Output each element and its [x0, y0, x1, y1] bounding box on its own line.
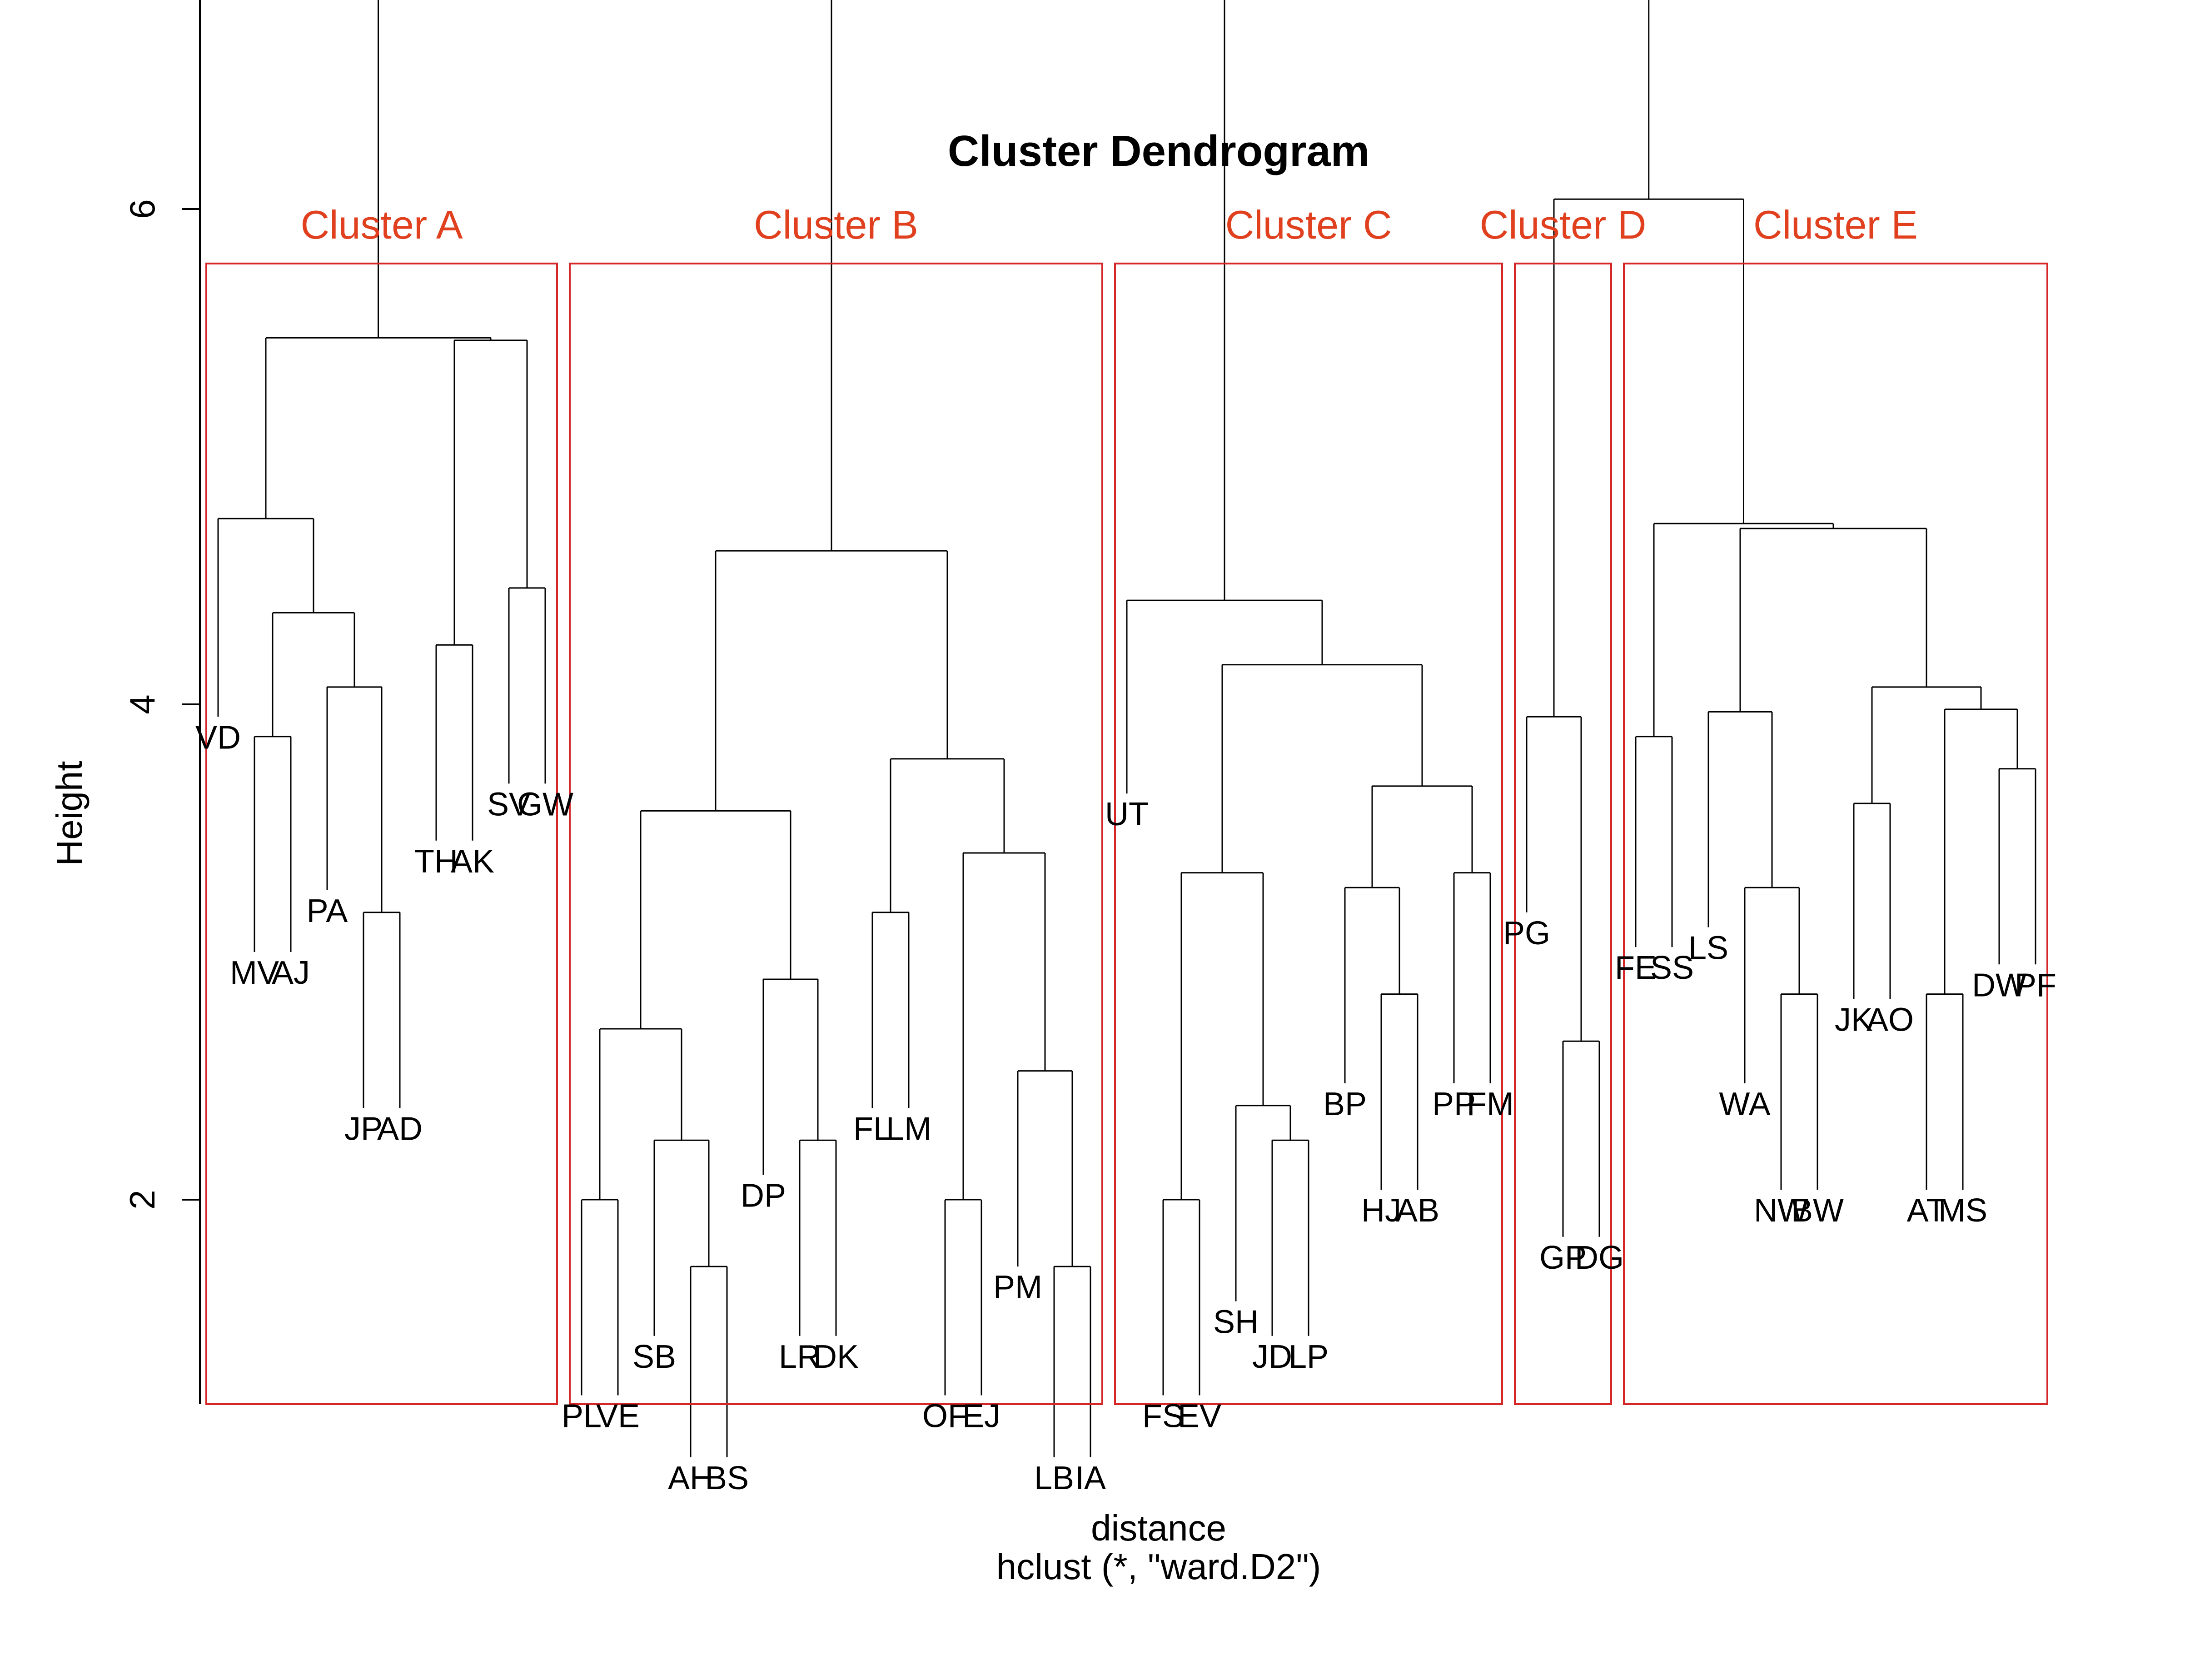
leaf-label-jk: JK [1835, 1002, 1873, 1038]
y-tick-label-4: 4 [122, 694, 162, 714]
cluster-rect-e [1623, 262, 2048, 1406]
cluster-label-e: Cluster E [1753, 202, 1918, 247]
leaf-label-ve: VE [596, 1398, 640, 1435]
leaf-label-pm: PM [993, 1269, 1042, 1306]
leaf-label-ms: MS [1938, 1192, 1987, 1229]
chart-title: Cluster Dendrogram [948, 127, 1369, 175]
dendrogram-links [217, 0, 2036, 1457]
cluster-labels: Cluster A Cluster B Cluster C Cluster D Clus… [300, 202, 1917, 247]
y-axis: 2468 [122, 0, 201, 1404]
cluster-label-b: Cluster B [754, 202, 918, 247]
leaf-label-lp: LP [1289, 1339, 1329, 1375]
leaf-label-ev: EV [1178, 1398, 1221, 1435]
leaf-label-ad: AD [377, 1111, 423, 1147]
leaf-label-dp: DP [741, 1178, 786, 1214]
leaf-label-nw: NW [1754, 1192, 1808, 1229]
leaf-label-th: TH [414, 843, 458, 880]
leaf-label-jd: JD [1252, 1339, 1292, 1375]
leaf-label-lr: LR [779, 1339, 821, 1375]
leaf-label-mv: MV [230, 955, 279, 991]
leaf-label-pa: PA [307, 893, 348, 929]
leaf-label-bp: BP [1323, 1086, 1367, 1122]
leaf-label-sh: SH [1213, 1304, 1259, 1340]
leaf-label-ao: AO [1867, 1002, 1914, 1038]
leaf-label-fs: FS [1142, 1398, 1184, 1435]
leaf-label-pf: PF [2015, 967, 2056, 1003]
leaf-label-dg: DG [1575, 1240, 1624, 1276]
leaf-label-dk: DK [813, 1339, 859, 1375]
cluster-label-d: Cluster D [1480, 202, 1647, 247]
leaf-label-jp: JP [344, 1111, 383, 1147]
x-axis-label: distance [1091, 1508, 1226, 1548]
leaf-label-bw: BW [1791, 1192, 1844, 1229]
leaf-label-fe: FE [1615, 950, 1657, 986]
leaf-label-ia: IA [1075, 1460, 1106, 1496]
leaf-label-ss: SS [1650, 950, 1694, 986]
leaf-label-sv: SV [487, 786, 531, 823]
cluster-label-a: Cluster A [300, 202, 463, 247]
leaf-label-fm: FM [1467, 1086, 1514, 1122]
leaf-label-gp: GP [1539, 1240, 1587, 1276]
leaf-label-dw: DW [1972, 967, 2026, 1003]
leaf-label-of: OF [922, 1398, 968, 1435]
leaf-label-hj: HJ [1361, 1192, 1401, 1229]
leaf-label-pl: PL [562, 1398, 602, 1435]
y-tick-label-6: 6 [122, 199, 162, 219]
leaf-label-bs: BS [705, 1460, 749, 1496]
leaf-label-sb: SB [632, 1339, 676, 1375]
leaf-label-lb: LB [1034, 1460, 1074, 1496]
leaf-label-pg: PG [1503, 915, 1550, 952]
leaf-label-aj: AJ [272, 955, 310, 991]
leaf-label-wa: WA [1719, 1086, 1770, 1122]
leaf-label-ak: AK [451, 843, 494, 880]
cluster-rect-c [1114, 262, 1503, 1406]
leaf-label-ah: AH [668, 1460, 713, 1496]
leaf-label-vd: VD [195, 719, 241, 756]
cluster-rectangles [205, 262, 2048, 1406]
leaf-label-ls: LS [1688, 930, 1728, 967]
cluster-label-c: Cluster C [1225, 202, 1392, 247]
leaf-label-gw: GW [517, 786, 573, 823]
leaf-label-pp: PP [1432, 1086, 1476, 1122]
x-axis-subtitle: hclust (*, "ward.D2") [996, 1546, 1321, 1587]
y-tick-label-2: 2 [122, 1190, 162, 1209]
leaf-label-lm: LM [886, 1111, 931, 1147]
leaf-label-fl: FL [853, 1111, 891, 1147]
leaf-label-ab: AB [1396, 1192, 1439, 1229]
y-axis-label: Height [49, 761, 90, 866]
cluster-rect-a [205, 262, 558, 1406]
cluster-rect-d [1514, 262, 1612, 1406]
leaf-label-ut: UT [1105, 796, 1149, 833]
leaf-label-ej: EJ [962, 1398, 1000, 1435]
leaf-label-at: AT [1907, 1192, 1946, 1229]
cluster-rect-b [569, 262, 1103, 1406]
